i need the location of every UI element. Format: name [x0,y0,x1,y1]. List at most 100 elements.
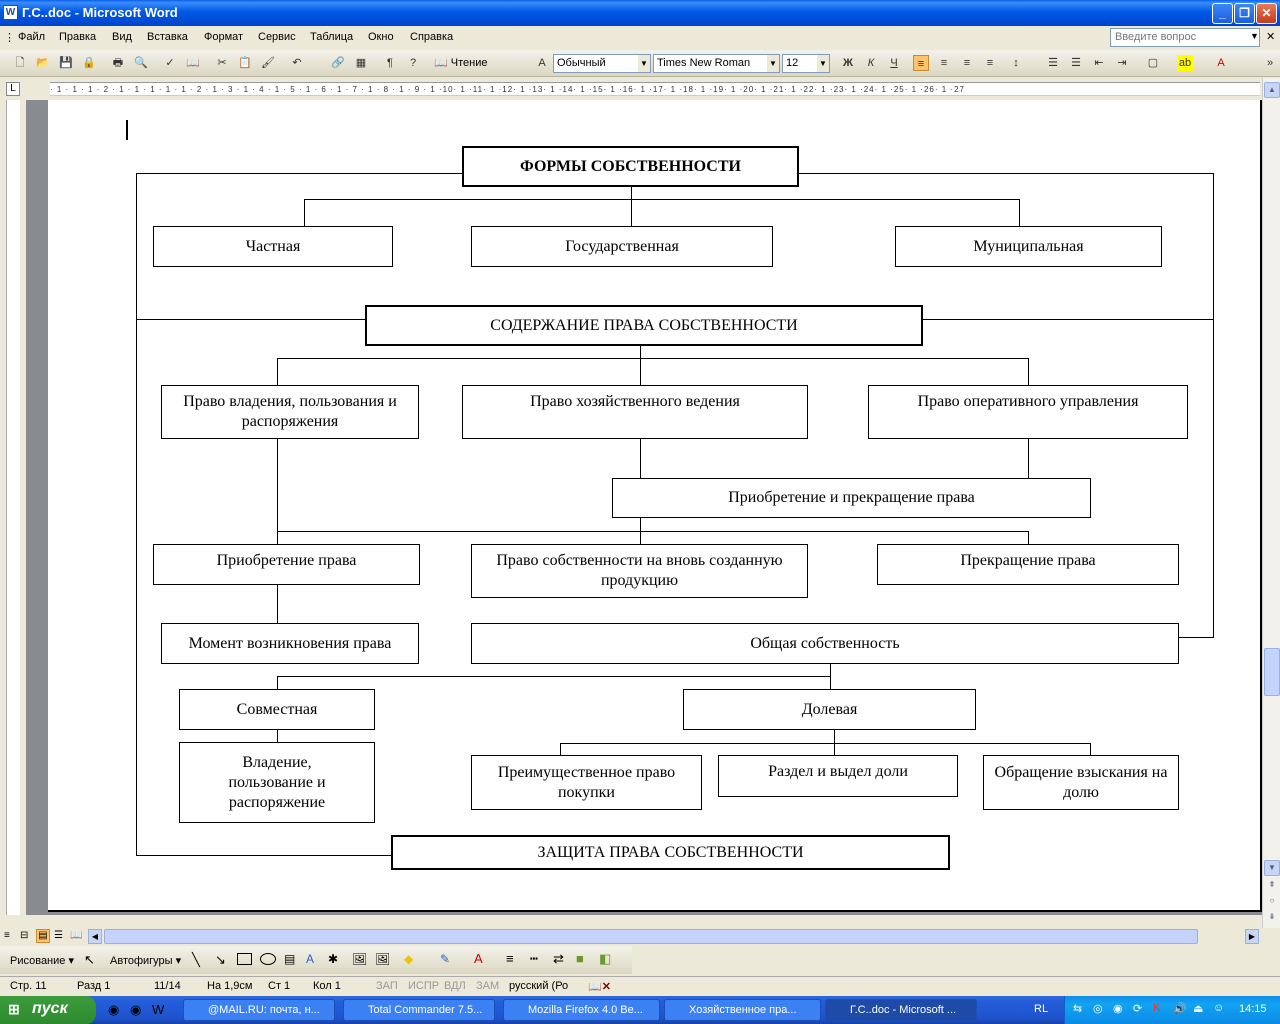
web-view-icon[interactable]: ⊟ [20,930,29,941]
menu-insert[interactable]: Вставка [147,31,188,43]
shadow-icon[interactable]: ■ [576,951,584,966]
numbering-icon[interactable]: ☰ [1048,57,1058,69]
oval-icon[interactable] [260,953,276,965]
vertical-scrollbar[interactable]: ▲ ▼ ⇞ ○ ⇟ [1262,78,1280,928]
scroll-up-icon[interactable]: ▲ [1264,82,1280,98]
reading-view-icon[interactable]: 📖 [70,930,83,941]
highlight-icon[interactable]: ab [1177,55,1193,71]
usb-icon[interactable]: ⏏ [1193,1003,1204,1015]
close-button[interactable]: ✕ [1256,3,1277,24]
align-center-icon[interactable]: ≡ [940,57,948,69]
arrow-style-icon[interactable]: ⇄ [553,951,564,966]
menu-edit[interactable]: Правка [59,31,97,43]
wordart-icon[interactable]: A [306,952,315,966]
fill-color-icon[interactable]: ◆ [404,952,414,966]
line-icon[interactable]: ╲ [192,952,200,967]
line-style-icon[interactable]: ≡ [506,951,514,966]
firefox-quicklaunch-icon[interactable]: ◉ [130,1002,142,1017]
next-page-icon[interactable]: ⇟ [1268,912,1276,921]
normal-view-icon[interactable]: ≡ [4,930,10,941]
diagram-icon[interactable]: ✱ [328,952,339,966]
volume-icon[interactable]: 🔊 [1173,1003,1187,1015]
menu-view[interactable]: Вид [112,31,132,43]
language-indicator[interactable]: RL [1034,1003,1049,1015]
scroll-right-icon[interactable]: ▶ [1245,929,1259,944]
toolbar-options-icon[interactable]: » [1266,57,1274,69]
undo-icon[interactable]: ↶ [292,57,302,69]
format-painter-icon[interactable]: 🖌 [261,57,275,69]
menu-tools[interactable]: Сервис [258,31,296,43]
help-icon[interactable]: ? [409,57,417,69]
text-box-icon[interactable]: ▤ [284,952,296,966]
permission-icon[interactable]: 🔒 [82,57,96,69]
arrow-icon[interactable]: ↘ [215,952,226,967]
decrease-indent-icon[interactable]: ⇤ [1094,57,1104,69]
font-color-icon[interactable]: A [474,951,483,966]
save-icon[interactable]: 💾 [59,57,73,69]
clip-art-icon[interactable]: 🖼 [352,952,368,966]
reading-mode-button[interactable]: 📖 Чтение [434,57,488,69]
task-firefox[interactable]: Mozilla Firefox 4.0 Be... [503,999,660,1021]
outline-view-icon[interactable]: ☰ [54,930,63,941]
rectangle-icon[interactable] [237,953,252,965]
cut-icon[interactable]: ✂ [217,57,227,69]
line-spacing-icon[interactable]: ↕ [1013,57,1019,69]
align-right-icon[interactable]: ≡ [963,57,971,69]
messenger-icon[interactable]: ☺ [1213,1002,1225,1014]
dash-style-icon[interactable]: ┅ [530,951,538,966]
ask-question-input[interactable]: Введите вопрос [1110,28,1260,47]
show-formatting-icon[interactable]: ¶ [387,57,393,69]
task-total-commander[interactable]: Total Commander 7.5... [343,999,495,1021]
restore-button[interactable]: ❐ [1234,3,1255,24]
start-button[interactable]: ⊞ пуск [0,996,96,1024]
tab-selector[interactable]: L [6,82,20,96]
spelling-icon[interactable]: ✓ [165,57,175,69]
word-quicklaunch-icon[interactable]: W [152,1002,165,1017]
borders-icon[interactable]: ▢ [1147,57,1159,69]
spelling-status-icon[interactable]: 📖✕ [588,981,611,993]
scroll-left-icon[interactable]: ◀ [88,929,102,944]
previous-page-icon[interactable]: ⇞ [1268,880,1276,889]
justify-icon[interactable]: ≡ [986,57,994,69]
vertical-ruler-scale[interactable] [6,100,20,915]
minimize-button[interactable]: _ [1212,3,1233,24]
antivirus-icon[interactable]: ◎ [1093,1003,1103,1015]
paste-icon[interactable]: 📋 [238,57,252,69]
style-select[interactable]: Обычный▼ [553,54,651,73]
research-icon[interactable]: 📖 [186,57,200,69]
print-layout-icon[interactable]: ▤ [36,929,50,943]
menu-file[interactable]: Файл [18,31,46,43]
styles-pane-icon[interactable]: A [538,57,546,69]
status-overtype[interactable]: ЗАМ [476,980,500,992]
status-track[interactable]: ИСПР [408,980,440,992]
line-color-icon[interactable]: ✎ [440,952,451,966]
security-icon[interactable]: ◉ [1113,1003,1123,1015]
scroll-thumb[interactable] [1264,648,1280,696]
status-record[interactable]: ЗАП [376,980,398,992]
font-select[interactable]: Times New Roman▼ [653,54,780,73]
underline-icon[interactable]: Ч [890,57,898,69]
document-page[interactable]: ФОРМЫ СОБСТВЕННОСТИ Частная Государствен… [48,100,1262,912]
menu-window[interactable]: Окно [368,31,394,43]
bold-icon[interactable]: Ж [843,57,853,69]
browse-object-icon[interactable]: ○ [1269,896,1275,905]
task-mailru[interactable]: @MAIL.RU: почта, н... [183,999,335,1021]
menu-table[interactable]: Таблица [310,31,354,43]
autoshapes-menu[interactable]: Автофигуры ▾ [110,955,182,967]
picture-icon[interactable]: 🖼 [375,952,391,966]
task-economic-doc[interactable]: Хозяйственное пра... [664,999,821,1021]
print-preview-icon[interactable]: 🔍 [134,57,148,69]
status-extend[interactable]: ВДЛ [444,980,466,992]
bullets-icon[interactable]: ☰ [1071,57,1081,69]
menu-help[interactable]: Справка [410,31,454,43]
hyperlink-icon[interactable]: 🔗 [331,57,345,69]
drawing-menu[interactable]: Рисование ▾ [10,955,74,967]
3d-icon[interactable]: ◧ [599,951,612,966]
kaspersky-icon[interactable]: K [1153,1002,1161,1014]
open-icon[interactable]: 📂 [36,57,50,69]
chrome-quicklaunch-icon[interactable]: ◉ [108,1002,120,1017]
table-icon[interactable]: ▦ [355,57,367,69]
increase-indent-icon[interactable]: ⇥ [1117,57,1127,69]
italic-icon[interactable]: К [867,57,875,69]
task-word-active[interactable]: Г.С..doc - Microsoft ... [825,999,977,1021]
